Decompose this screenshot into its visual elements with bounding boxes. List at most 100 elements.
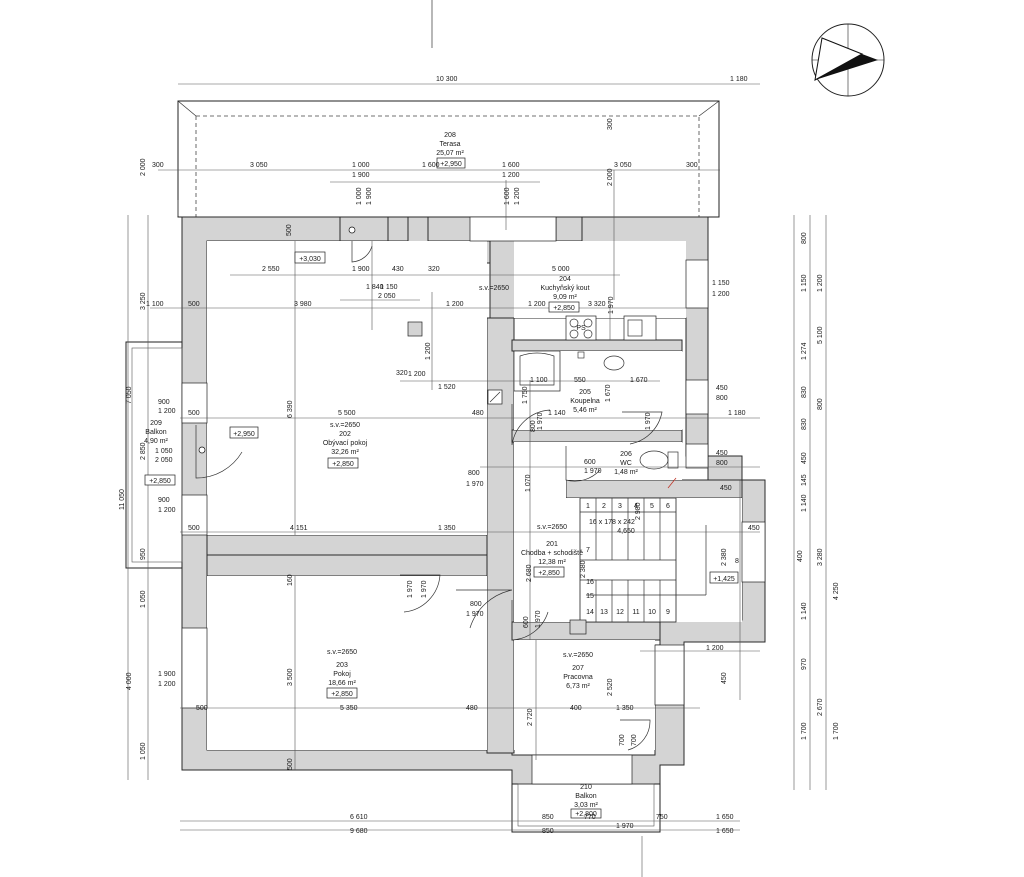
room-number: 206 — [620, 451, 632, 458]
stair-step-number: 2 — [602, 503, 606, 510]
room-area: 3,03 m² — [574, 802, 598, 809]
dim: 7 050 — [126, 386, 133, 404]
dim: 2 380 — [580, 560, 587, 578]
dim: 900 — [158, 497, 170, 504]
stair-step-number: 5 — [650, 503, 654, 510]
dim: 1 350 — [616, 705, 634, 712]
room-name: Pokoj — [333, 671, 351, 678]
dim: 1 200 — [158, 507, 176, 514]
dim: 300 — [152, 162, 164, 169]
dim: 145 — [801, 474, 808, 486]
room-number: 207 — [572, 665, 584, 672]
stair-step-number: 15 — [586, 593, 594, 600]
dim: 1 970 — [535, 610, 542, 628]
dim: 700 — [631, 734, 638, 746]
dim: 1 840 — [366, 284, 384, 291]
stair-step-number: 16 — [586, 579, 594, 586]
dim: 830 — [801, 386, 808, 398]
dim: 700 — [619, 734, 626, 746]
dim: 9 680 — [350, 828, 368, 835]
dim: 3 500 — [287, 668, 294, 686]
level-point-icon — [198, 446, 206, 454]
dimension-lines — [127, 83, 827, 877]
room-area: 9,09 m² — [553, 294, 577, 301]
dim: 3 250 — [140, 292, 147, 310]
stair-step-number: 3 — [618, 503, 622, 510]
balcony-209 — [125, 341, 183, 569]
dim: 1 200 — [425, 342, 432, 360]
dim: 600 — [523, 616, 530, 628]
room-label-204: s.v.=2650 204 Kuchyňský kout 9,09 m² +2,… — [479, 276, 590, 313]
dim: 1 970 — [645, 412, 652, 430]
dim: 1 050 — [140, 590, 147, 608]
level-a: +3,030 — [299, 256, 321, 263]
dim: 1 000 — [352, 162, 370, 169]
room-label-210: 210 Balkon 3,03 m² +2,800 — [570, 784, 602, 819]
dim: 1 650 — [716, 828, 734, 835]
dim: 1 200 — [408, 371, 426, 378]
dim: 800 — [716, 460, 728, 467]
room-number: 209 — [150, 420, 162, 427]
dim: 2 050 — [155, 457, 173, 464]
room-sv: s.v.=2650 — [330, 422, 360, 429]
dim: 450 — [716, 385, 728, 392]
dim: 1 050 — [155, 448, 173, 455]
dim: 2 000 — [607, 168, 614, 186]
dim: 800 — [716, 395, 728, 402]
dim: 450 — [801, 452, 808, 464]
room-number: 203 — [336, 662, 348, 669]
room-number: 204 — [559, 276, 571, 283]
dim: 830 — [801, 418, 808, 430]
stair-step-number: 9 — [666, 609, 670, 616]
dim: 4 000 — [126, 672, 133, 690]
dim: 480 — [472, 410, 484, 417]
stair-step-number: 7 — [586, 547, 590, 554]
stair-length: 4,650 — [617, 528, 635, 535]
sink-icon — [623, 315, 657, 341]
dim: 5 000 — [552, 266, 570, 273]
dim: 10 300 — [436, 76, 458, 83]
dim: 1 900 — [158, 671, 176, 678]
stair-step-number: 4 — [634, 503, 638, 510]
room-sv: s.v.=2650 — [537, 524, 567, 531]
dim: 3 980 — [294, 301, 312, 308]
dim: 300 — [686, 162, 698, 169]
level-point-icon — [348, 226, 356, 234]
room-name: Obývací pokoj — [323, 440, 368, 447]
dim: 5 350 — [340, 705, 358, 712]
room-level: +2,850 — [332, 461, 354, 468]
dim: 450 — [716, 450, 728, 457]
dim: 1 140 — [548, 410, 566, 417]
stair-step-number: 11 — [632, 609, 639, 616]
dim: 3 050 — [250, 162, 268, 169]
dim: 1 520 — [438, 384, 456, 391]
room-label-202: s.v.=2650 202 Obývací pokoj 32,26 m² +2,… — [323, 422, 368, 469]
dim: 2 050 — [378, 293, 396, 300]
dim: 500 — [287, 758, 294, 770]
stair-step-number: 12 — [616, 609, 624, 616]
room-label-208: 208 Terasa 25,07 m² +2,950 — [436, 132, 466, 169]
dim: 1 200 — [158, 408, 176, 415]
dim: 500 — [196, 705, 208, 712]
dim: 480 — [466, 705, 478, 712]
dim: 1 970 — [537, 412, 544, 430]
room-number: 208 — [444, 132, 456, 139]
room-name: WC — [620, 460, 632, 467]
level-c: +1,425 — [713, 576, 735, 583]
room-area: 25,07 m² — [436, 150, 464, 157]
dim: 400 — [797, 550, 804, 562]
room-area: 32,26 m² — [331, 449, 359, 456]
dim: 1 180 — [730, 76, 748, 83]
dim: 160 — [287, 574, 294, 586]
fixtures — [407, 315, 679, 635]
room-label-207: s.v.=2650 207 Pracovna 6,73 m² — [563, 652, 593, 690]
dim: 4 151 — [290, 525, 308, 532]
room-area: 4,90 m² — [144, 438, 168, 445]
dim: 300 — [607, 118, 614, 130]
dim: 1 100 — [146, 301, 164, 308]
dim: 1 140 — [801, 602, 808, 620]
dim: 2 980 — [635, 502, 642, 520]
dim: 1 070 — [525, 474, 532, 492]
dim: 2 680 — [526, 564, 533, 582]
room-label-205: 205 Koupelna 5,46 m² — [570, 389, 600, 414]
